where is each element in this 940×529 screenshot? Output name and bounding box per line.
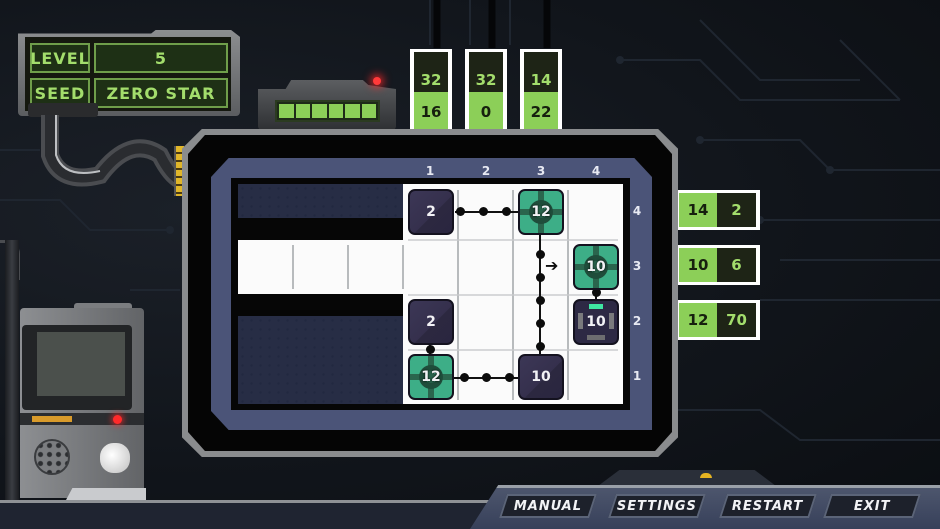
tile-value: 2	[426, 314, 436, 330]
settings-label: SETTINGS	[616, 498, 698, 514]
device-indicator-bar	[32, 416, 72, 422]
restart-button[interactable]: RESTART	[719, 494, 817, 518]
column-current: 22	[524, 92, 558, 131]
row-right-value: 2	[717, 193, 756, 227]
column-label-4: 4	[591, 164, 601, 178]
grid-line	[292, 245, 294, 289]
grid-line	[408, 349, 618, 351]
rover-tile[interactable]: 10	[573, 299, 619, 345]
wire-node	[536, 273, 545, 282]
tile-value: 10	[531, 369, 551, 385]
column-current: 16	[414, 92, 448, 131]
device-red-led	[113, 415, 122, 424]
wire-node	[456, 207, 465, 216]
rover-lamp-icon	[589, 304, 603, 309]
grid-line	[347, 245, 349, 289]
manual-label: MANUAL	[513, 498, 583, 514]
row-counter-3: 10 6	[676, 245, 760, 285]
board-connector	[174, 146, 184, 196]
column-label-2: 2	[481, 164, 491, 178]
battery-tile[interactable]: 2	[408, 299, 454, 345]
wire-node	[536, 296, 545, 305]
tile-value: 12	[531, 204, 551, 220]
locked-area-bottom	[238, 316, 403, 404]
speaker-icon	[34, 439, 70, 475]
wire	[539, 232, 541, 356]
device-top	[74, 303, 132, 311]
row-left-value: 10	[679, 248, 717, 282]
locked-area-top	[238, 184, 403, 218]
wire-node	[482, 373, 491, 382]
column-target: 32	[414, 52, 448, 92]
wire-node	[536, 342, 545, 351]
relay-tile[interactable]: 12	[518, 189, 564, 235]
ribbon-cable	[41, 115, 180, 189]
column-counter-2: 32 0	[465, 49, 507, 131]
exit-label: EXIT	[853, 498, 891, 514]
column-label-1: 1	[425, 164, 435, 178]
wire-node	[536, 250, 545, 259]
wire-node	[505, 373, 514, 382]
tile-value: 10	[586, 259, 606, 275]
row-left-value: 12	[679, 303, 717, 337]
wire-node	[426, 345, 435, 354]
settings-button[interactable]: SETTINGS	[608, 494, 706, 518]
row-label-3: 3	[632, 259, 642, 273]
device-pole	[5, 240, 19, 500]
column-current: 0	[469, 92, 503, 131]
restart-label: RESTART	[732, 498, 804, 514]
exit-button[interactable]: EXIT	[823, 494, 921, 518]
grid-line	[402, 245, 404, 289]
direction-arrow-icon: ➔	[545, 256, 559, 275]
column-target: 14	[524, 52, 558, 92]
column-counter-1: 32 16	[410, 49, 452, 131]
wire-node	[536, 319, 545, 328]
battery-tile[interactable]: 10	[518, 354, 564, 400]
column-label-3: 3	[536, 164, 546, 178]
device-knob[interactable]	[100, 443, 130, 473]
tile-value: 2	[426, 204, 436, 220]
device-plate	[66, 488, 146, 500]
tile-value: 12	[421, 369, 441, 385]
grid-line	[408, 294, 618, 296]
tile-value: 10	[586, 314, 606, 330]
column-counter-3: 14 22	[520, 49, 562, 131]
menu-hump	[598, 470, 776, 486]
seed-value: ZERO STAR	[94, 78, 228, 108]
relay-tile[interactable]: 12	[408, 354, 454, 400]
level-value: 5	[94, 43, 228, 73]
row-label-2: 2	[632, 314, 642, 328]
column-target: 32	[469, 52, 503, 92]
battery-tile[interactable]: 2	[408, 189, 454, 235]
battery-charge-meter	[275, 100, 380, 122]
wire-node	[592, 288, 601, 297]
wire-node	[502, 207, 511, 216]
row-label-1: 1	[632, 369, 642, 383]
grid-line	[408, 239, 618, 241]
row-label-4: 4	[632, 204, 642, 218]
menu-indicator-light	[700, 473, 712, 478]
device-screen	[37, 332, 125, 396]
level-label: LEVEL	[30, 43, 90, 73]
row-right-value: 70	[717, 303, 756, 337]
row-counter-2: 12 70	[676, 300, 760, 340]
grid-extension-row-3[interactable]	[238, 240, 403, 294]
relay-tile[interactable]: 10	[573, 244, 619, 290]
battery-status-led	[373, 77, 381, 85]
panel-hinge	[28, 103, 98, 117]
row-right-value: 6	[717, 248, 756, 282]
row-left-value: 14	[679, 193, 717, 227]
wire-node	[460, 373, 469, 382]
manual-button[interactable]: MANUAL	[499, 494, 597, 518]
row-counter-4: 14 2	[676, 190, 760, 230]
wire-node	[479, 207, 488, 216]
